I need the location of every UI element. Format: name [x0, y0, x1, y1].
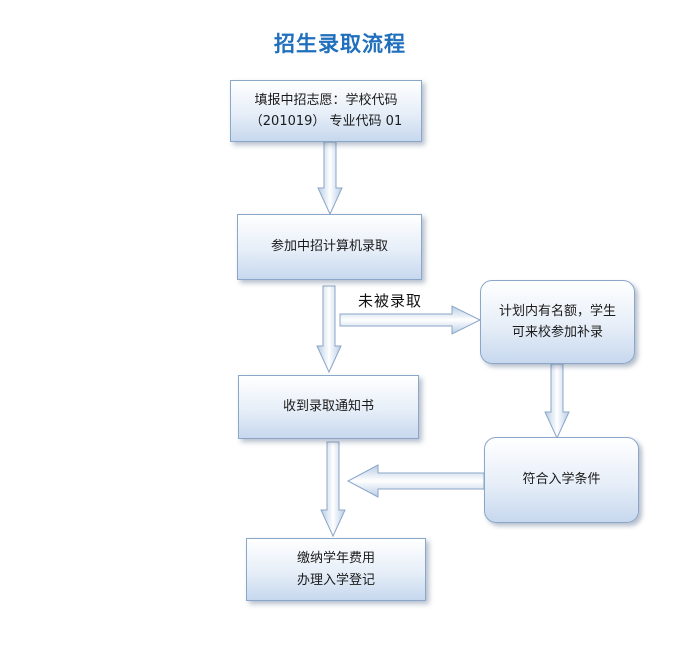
node-fill-application: 填报中招志愿：学校代码 （201019） 专业代码 01: [230, 80, 422, 142]
node-fill-application-line1: 填报中招志愿：学校代码: [254, 92, 398, 108]
node-supplementary: 计划内有名额，学生 可来校参加补录: [480, 280, 635, 364]
arrow-left-conditions: [346, 464, 485, 498]
page-title: 招生录取流程: [274, 32, 406, 56]
node-receive-notice: 收到录取通知书: [238, 375, 419, 439]
node-pay-and-register-line2: 办理入学登记: [296, 572, 375, 588]
node-meet-conditions-label: 符合入学条件: [522, 472, 601, 488]
node-computer-admission-label: 参加中招计算机录取: [270, 239, 388, 255]
arrow-down-4: [320, 441, 346, 538]
node-receive-notice-label: 收到录取通知书: [282, 399, 374, 415]
arrow-down-1: [317, 141, 343, 216]
node-fill-application-line2: （201019） 专业代码 01: [249, 114, 403, 129]
arrow-down-2: [316, 285, 342, 374]
node-computer-admission: 参加中招计算机录取: [237, 214, 422, 280]
node-pay-and-register: 缴纳学年费用 办理入学登记: [246, 538, 426, 601]
arrow-right-not-admitted: [339, 305, 482, 335]
edge-label-not-admitted: 未被录取: [358, 292, 423, 310]
node-supplementary-line1: 计划内有名额，学生: [498, 303, 616, 319]
node-pay-and-register-line1: 缴纳学年费用: [296, 551, 375, 567]
arrow-down-3: [544, 363, 570, 440]
node-meet-conditions: 符合入学条件: [484, 437, 639, 523]
node-supplementary-line2: 可来校参加补录: [511, 325, 603, 340]
